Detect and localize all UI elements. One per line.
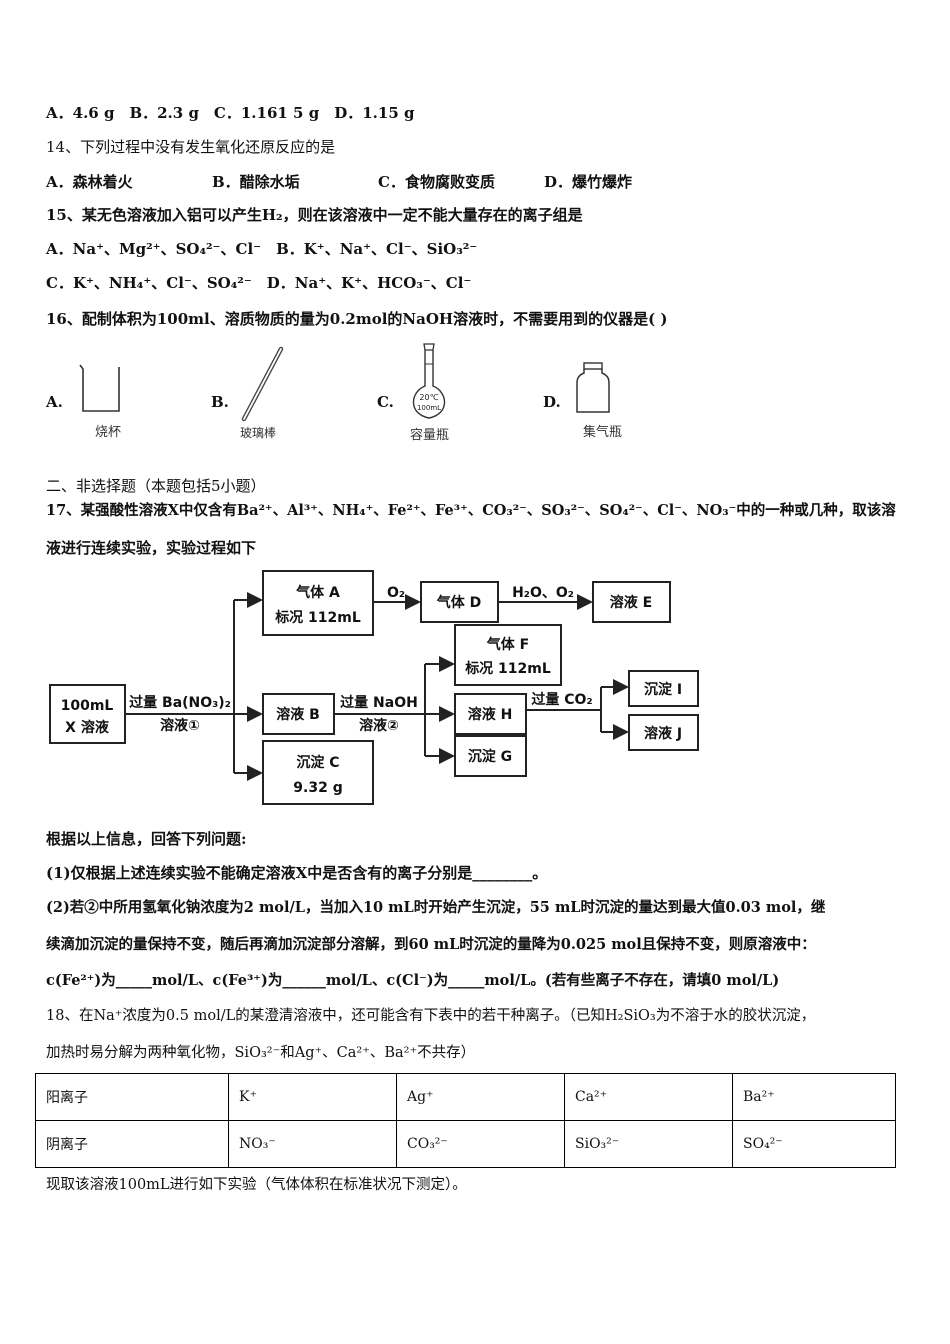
co2-label: 过量 CO₂ xyxy=(531,691,592,708)
table-cell: Ba²⁺ xyxy=(732,1073,896,1121)
box-gas-f xyxy=(454,624,562,686)
solution-e-label: 溶液 E xyxy=(610,594,652,611)
q14-stem: 14、下列过程中没有发生氧化还原反应的是 xyxy=(46,138,336,156)
gas-jar-icon xyxy=(576,362,610,413)
box-solution-h xyxy=(454,693,527,735)
table-cell: CO₃²⁻ xyxy=(396,1120,565,1168)
q17-stem-line1: 17、某强酸性溶液X中仅含有Ba²⁺、Al³⁺、NH₄⁺、Fe²⁺、Fe³⁺、C… xyxy=(46,502,896,519)
box-solution-j xyxy=(628,714,699,751)
box-precipitate-c xyxy=(262,740,374,805)
q17-part2-line3: c(Fe²⁺)为_____mol/L、c(Fe³⁺)为______mol/L、c… xyxy=(46,972,780,989)
q17-flowchart: 100mL X 溶液 过量 Ba(NO₃)₂ 溶液① 气体 A 标况 112mL… xyxy=(49,570,699,805)
solution-j-label: 溶液 J xyxy=(644,725,682,742)
x-label: X 溶液 xyxy=(65,719,110,736)
step1-reagent: 过量 Ba(NO₃)₂ xyxy=(129,694,231,711)
table-cell: Ca²⁺ xyxy=(564,1073,733,1121)
q16-stem: 16、配制体积为100ml、溶质物质的量为0.2mol的NaOH溶液时，不需要用… xyxy=(46,310,668,328)
q15-options-cd: C．K⁺、NH₄⁺、Cl⁻、SO₄²⁻ D．Na⁺、K⁺、HCO₃⁻、Cl⁻ xyxy=(46,274,472,292)
precipitate-g-label: 沉淀 G xyxy=(468,748,512,765)
ion-table: 阳离子 K⁺ Ag⁺ Ca²⁺ Ba²⁺ 阴离子 NO₃⁻ CO₃²⁻ SiO₃… xyxy=(35,1073,896,1168)
gas-f-volume: 标况 112mL xyxy=(464,660,551,677)
q18-stem-line2: 加热时易分解为两种氧化物，SiO₃²⁻和Ag⁺、Ca²⁺、Ba²⁺不共存） xyxy=(46,1045,476,1061)
volumetric-flask-icon: 20℃ 100mL xyxy=(412,343,446,419)
table-cell: SO₄²⁻ xyxy=(732,1120,896,1168)
q14-option-d: D．爆竹爆炸 xyxy=(544,173,633,191)
gas-a-label: 气体 A xyxy=(295,584,340,601)
q17-part2-line2: 续滴加沉淀的量保持不变，随后再滴加沉淀部分溶解，到60 mL时沉淀的量降为0.0… xyxy=(46,936,816,953)
table-cell: K⁺ xyxy=(228,1073,397,1121)
table-cell: 阴离子 xyxy=(35,1120,229,1168)
gas-f-label: 气体 F xyxy=(486,636,529,653)
step2-label: 溶液② xyxy=(359,717,399,734)
glass-rod-icon xyxy=(241,346,284,422)
q16-label-c: C. xyxy=(377,393,394,411)
step1-label: 溶液① xyxy=(160,717,200,734)
table-cell: SiO₃²⁻ xyxy=(564,1120,733,1168)
table-row: 阴离子 NO₃⁻ CO₃²⁻ SiO₃²⁻ SO₄²⁻ xyxy=(35,1120,896,1168)
section-title: 二、非选择题（本题包括5小题） xyxy=(46,477,266,495)
q17-part2-line1: (2)若②中所用氢氧化钠浓度为2 mol/L，当加入10 mL时开始产生沉淀，5… xyxy=(46,899,826,916)
q16-caption-c: 容量瓶 xyxy=(410,428,450,443)
q17-part1: (1)仅根据上述连续实验不能确定溶液X中是否含有的离子分别是________。 xyxy=(46,864,548,882)
q16-label-a: A. xyxy=(46,393,63,411)
x-volume: 100mL xyxy=(61,698,114,714)
q17-prompt: 根据以上信息，回答下列问题: xyxy=(46,830,247,848)
q16-caption-d: 集气瓶 xyxy=(583,425,623,440)
flask-volume-label: 100mL xyxy=(417,404,441,412)
solution-h-label: 溶液 H xyxy=(468,706,513,723)
table-cell: 阳离子 xyxy=(35,1073,229,1121)
box-solution-e xyxy=(592,581,671,623)
o2-label: O₂ xyxy=(387,585,405,601)
q15-stem: 15、某无色溶液加入铝可以产生H₂，则在该溶液中一定不能大量存在的离子组是 xyxy=(46,206,583,224)
q16-label-b: B. xyxy=(211,393,229,411)
table-cell: Ag⁺ xyxy=(396,1073,565,1121)
table-row: 阳离子 K⁺ Ag⁺ Ca²⁺ Ba²⁺ xyxy=(35,1073,896,1121)
precipitate-i-label: 沉淀 I xyxy=(644,681,682,698)
q14-option-c: C．食物腐败变质 xyxy=(378,173,495,191)
q14-option-b: B．醋除水垢 xyxy=(212,173,300,191)
q18-stem-line1: 18、在Na⁺浓度为0.5 mol/L的某澄清溶液中，还可能含有下表中的若干种离… xyxy=(46,1008,816,1024)
box-precipitate-i xyxy=(628,670,699,707)
gas-d-label: 气体 D xyxy=(436,594,482,611)
q13-options: A．4.6 g B．2.3 g C．1.161 5 g D．1.15 g xyxy=(46,104,415,122)
q16-label-d: D. xyxy=(543,393,561,411)
table-cell: NO₃⁻ xyxy=(228,1120,397,1168)
precipitate-c-label: 沉淀 C xyxy=(296,754,339,771)
gas-a-volume: 标况 112mL xyxy=(274,609,361,626)
step2-reagent: 过量 NaOH xyxy=(340,694,418,711)
solution-b-label: 溶液 B xyxy=(276,706,320,723)
box-precipitate-g xyxy=(454,735,527,777)
q16-caption-b: 玻璃棒 xyxy=(240,426,277,440)
q17-stem-line2: 液进行连续实验，实验过程如下 xyxy=(46,539,257,557)
q18-after-table: 现取该溶液100mL进行如下实验（气体体积在标准状况下测定）。 xyxy=(46,1177,467,1193)
q16-caption-a: 烧杯 xyxy=(95,425,122,440)
q15-options-ab: A．Na⁺、Mg²⁺、SO₄²⁻、Cl⁻ B．K⁺、Na⁺、Cl⁻、SiO₃²⁻ xyxy=(46,240,478,258)
q14-option-a: A．森林着火 xyxy=(46,173,133,191)
beaker-icon xyxy=(79,364,120,412)
h2o-o2-label: H₂O、O₂ xyxy=(512,585,574,601)
flask-temp-label: 20℃ xyxy=(419,393,438,402)
precipitate-c-mass: 9.32 g xyxy=(293,780,342,796)
